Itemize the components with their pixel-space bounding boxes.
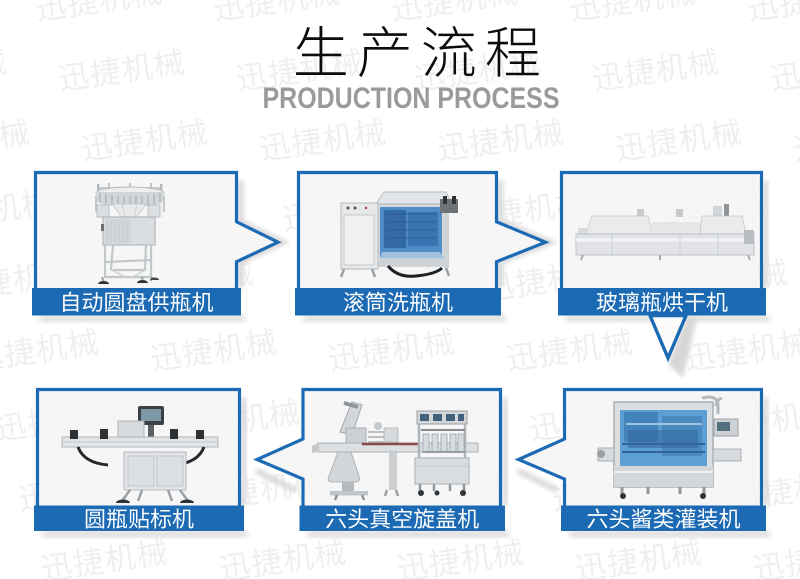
svg-text:PRODUCTION PROCESS: PRODUCTION PROCESS	[263, 82, 560, 115]
